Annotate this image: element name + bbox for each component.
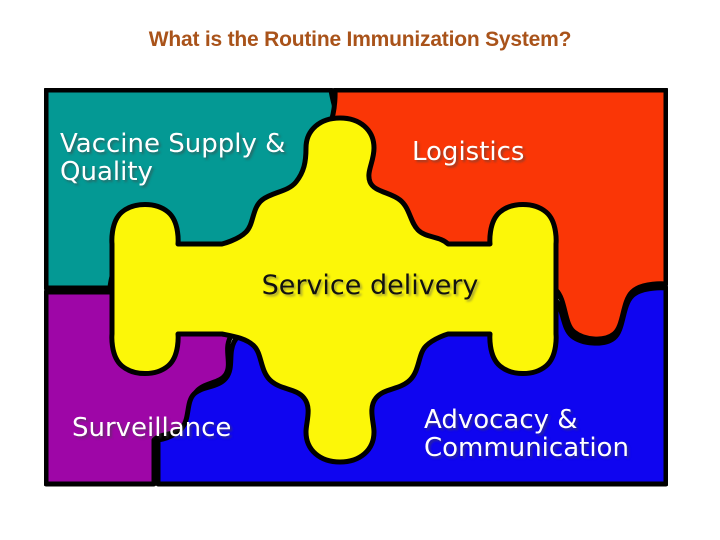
puzzle-svg xyxy=(44,88,668,487)
puzzle-piece-service-delivery[interactable] xyxy=(109,115,559,465)
page-title: What is the Routine Immunization System? xyxy=(148,28,572,51)
puzzle-diagram: Vaccine Supply & Quality Logistics Surve… xyxy=(44,88,668,487)
